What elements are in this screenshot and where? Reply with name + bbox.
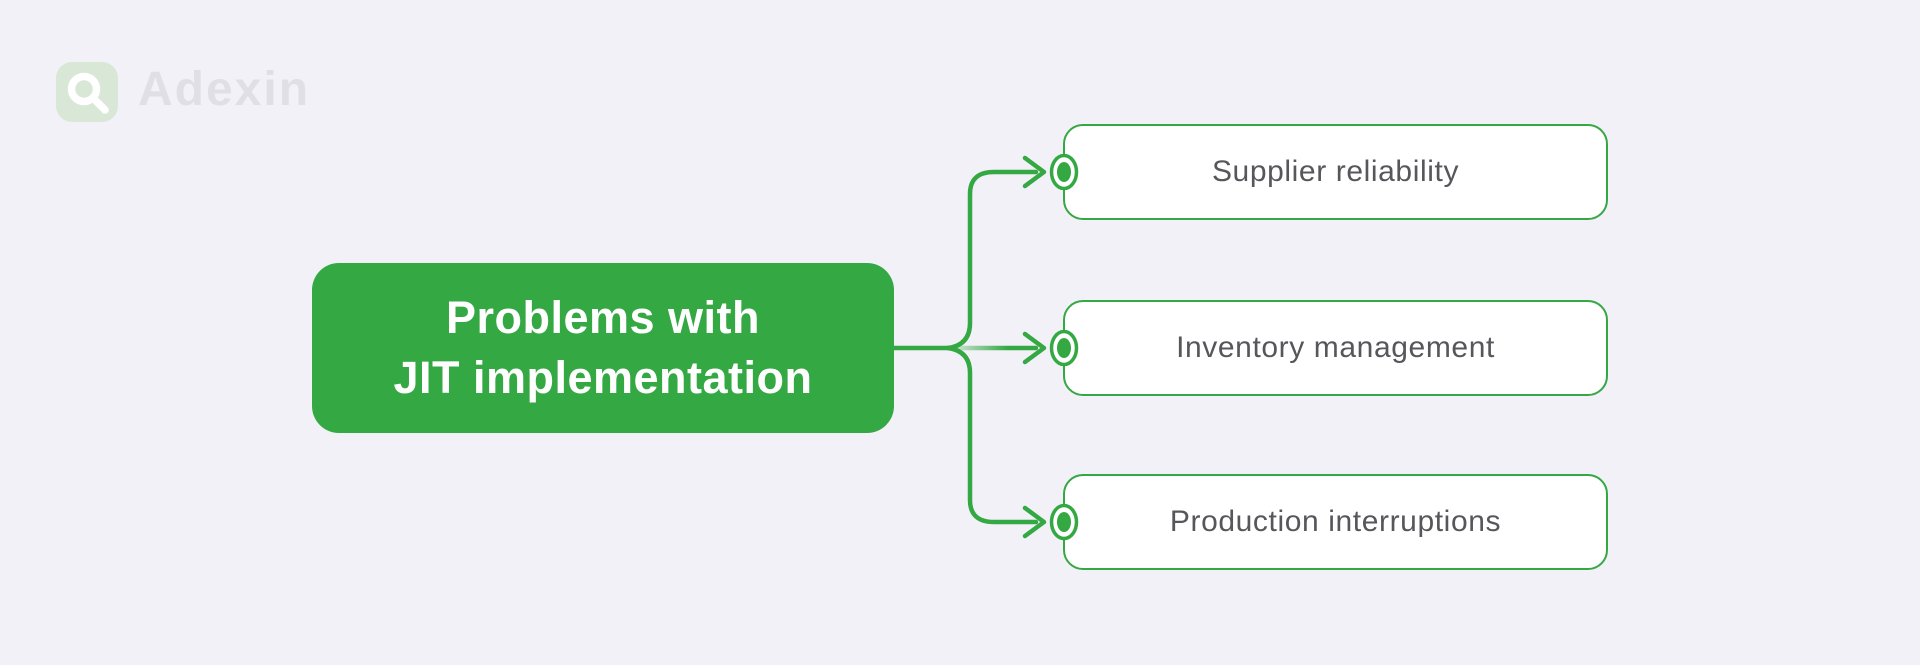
arrow-right-icon xyxy=(1022,505,1047,539)
root-node-title-line1: Problems with xyxy=(445,292,761,344)
branch-node-production-interruptions: Production interruptions xyxy=(1063,474,1608,570)
connector-bottom-branch xyxy=(945,345,1039,525)
branch-label: Production interruptions xyxy=(1169,505,1502,538)
arrow-right-icon xyxy=(1022,155,1047,189)
adexin-logo-badge xyxy=(56,62,118,122)
connector-top-branch xyxy=(945,169,1039,351)
adexin-a-icon xyxy=(67,72,109,114)
branch-node-supplier-reliability: Supplier reliability xyxy=(1063,124,1608,220)
branch-node-inventory-management: Inventory management xyxy=(1063,300,1608,396)
adexin-logo: Adexin xyxy=(56,62,310,122)
brand-name: Adexin xyxy=(138,63,311,116)
root-node-title-line2: JIT implementation xyxy=(393,352,813,403)
branch-label: Supplier reliability xyxy=(1211,155,1460,188)
branch-label: Inventory management xyxy=(1176,331,1495,364)
arrow-right-icon xyxy=(1022,331,1047,365)
root-node: Problems with JIT implementation xyxy=(312,263,894,433)
